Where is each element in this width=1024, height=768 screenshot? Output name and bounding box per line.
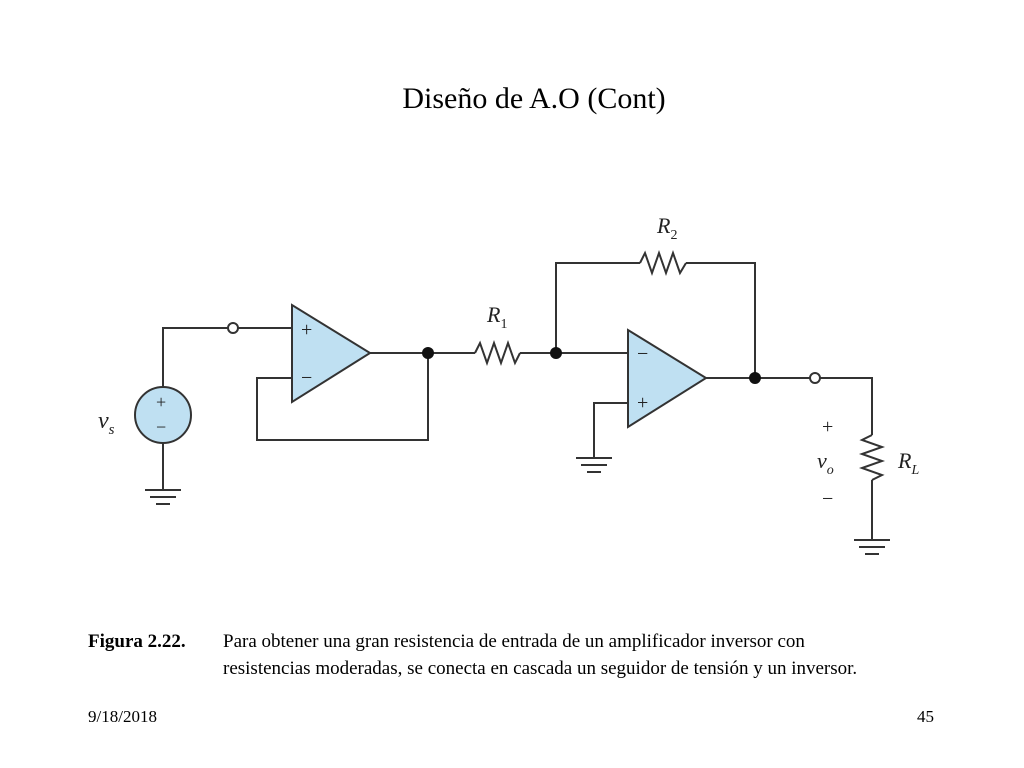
label-r1: R1 (486, 302, 507, 332)
junction-dot-inverting-node (550, 347, 562, 359)
output-minus-sign: − (822, 488, 833, 510)
source-plus-sign: + (156, 392, 166, 412)
wire-source-to-input (162, 327, 228, 410)
label-vo: vo (817, 448, 834, 478)
figure-caption: Figura 2.22. Para obtener una gran resist… (88, 628, 857, 682)
wire-r2-left (555, 262, 640, 353)
input-terminal (227, 322, 239, 334)
source-minus-sign: − (156, 417, 166, 437)
caption-label: Figura 2.22. (88, 631, 186, 652)
opamp1-plus-sign: + (301, 319, 312, 341)
output-terminal (809, 372, 821, 384)
ground-symbol-source (145, 489, 181, 505)
caption-line-1: Para obtener una gran resistencia de ent… (223, 631, 805, 652)
wire-follower-feedback (256, 353, 429, 441)
wire-r2-right (686, 262, 756, 378)
label-vs: vs (98, 408, 115, 438)
junction-dot-follower-output (422, 347, 434, 359)
opamp1-minus-sign: − (301, 367, 312, 389)
opamp2-minus-sign: − (637, 343, 648, 365)
page-number: 45 (917, 707, 934, 726)
footer-date: 9/18/2018 (88, 707, 157, 726)
wire-opamp2-noninv-ground (593, 402, 628, 458)
opamp-inverter (627, 328, 708, 429)
ground-symbol-load (854, 539, 890, 555)
ground-symbol-opamp2 (576, 457, 612, 473)
opamp-voltage-follower (291, 303, 372, 404)
voltage-source-vs (134, 386, 192, 444)
junction-dot-inverter-output (749, 372, 761, 384)
opamp2-plus-sign: + (637, 392, 648, 414)
resistor-r2 (639, 249, 687, 277)
caption-line-2: resistencias moderadas, se conecta en ca… (223, 658, 858, 679)
label-rl: RL (897, 448, 919, 478)
slide-title: Diseño de A.O (Cont) (402, 82, 666, 115)
resistor-rl (858, 434, 886, 481)
wire-output-to-load (820, 377, 873, 435)
resistor-r1 (474, 339, 521, 367)
output-plus-sign: + (822, 416, 833, 438)
label-r2: R2 (656, 213, 677, 243)
